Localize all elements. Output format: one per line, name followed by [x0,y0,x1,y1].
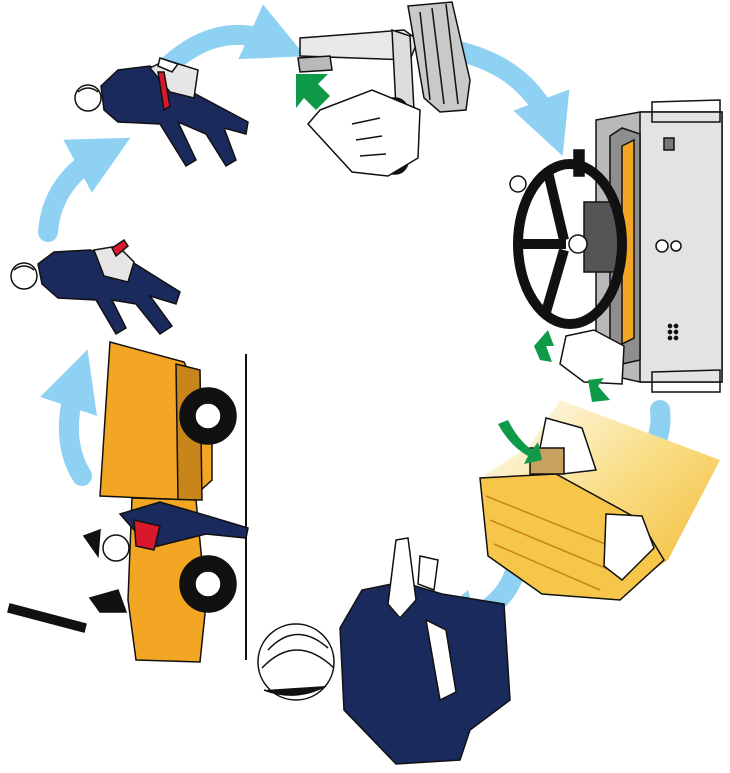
arrow-6 [48,152,104,232]
seat-belt-icon [480,400,720,600]
green-arrow-lever [296,74,330,110]
worker-carrying-icon [11,240,180,334]
arrow-5 [69,378,82,476]
hand-lever-icon [298,2,470,176]
dumper-truck-icon [8,342,248,662]
worker-exiting-icon [258,538,510,764]
arrow-2 [462,52,552,128]
arrow-1 [168,35,278,66]
